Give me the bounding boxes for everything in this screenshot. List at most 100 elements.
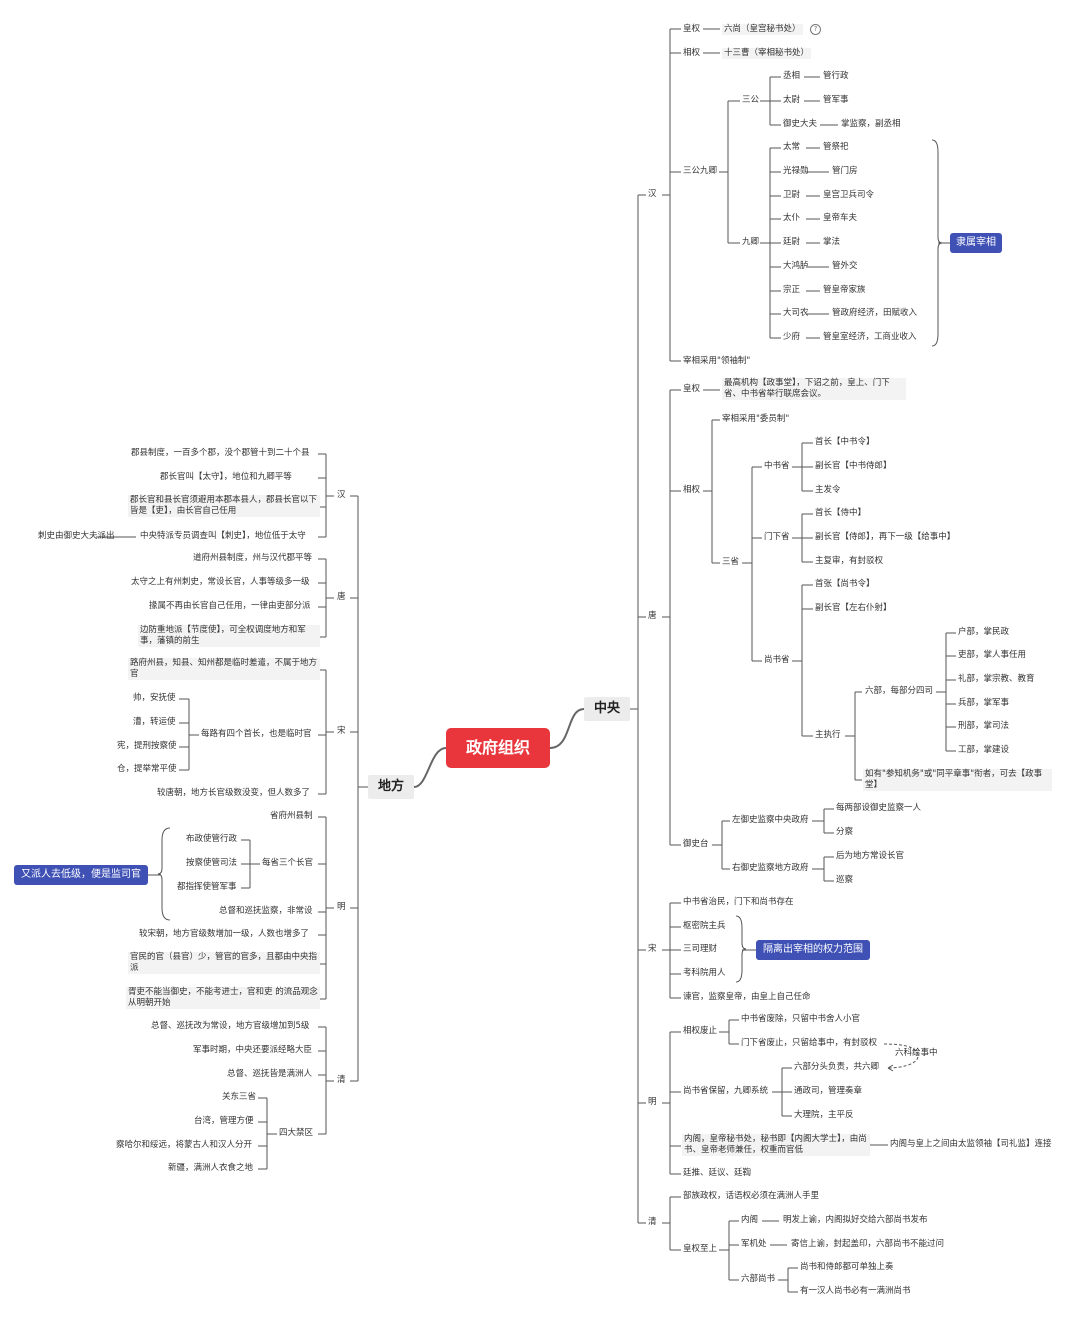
- han-jiuqing[interactable]: 九卿: [742, 237, 760, 247]
- local-tang-item[interactable]: 掾属不再由长官自己任用，一律由吏部分派: [149, 601, 311, 611]
- local-han-cishi-note[interactable]: 刺史由御史大夫派出: [38, 531, 115, 541]
- ming-baoliu[interactable]: 尚书省保留，九卿系统: [683, 1086, 769, 1096]
- song-item[interactable]: 中书省治民，门下和尚书存在: [683, 897, 794, 907]
- qing-neige-desc[interactable]: 明发上谕，内阁拟好交给六部尚书发布: [783, 1215, 928, 1225]
- sangong-item-value[interactable]: 管行政: [823, 71, 849, 81]
- local-ming-item[interactable]: 省府州县制: [270, 811, 313, 821]
- han-shisancao[interactable]: 十三曹（宰相秘书处）: [722, 48, 812, 59]
- ming-feizhi[interactable]: 相权废止: [683, 1026, 718, 1036]
- han-liushang[interactable]: 六尚（皇宫秘书处）: [722, 24, 803, 35]
- local-qing-node[interactable]: 清: [337, 1075, 346, 1085]
- jiuqing-item-value[interactable]: 管外交: [832, 261, 858, 271]
- menxia-item[interactable]: 主复审，有封驳权: [815, 556, 884, 566]
- local-han-item[interactable]: 郡长官和县长官须避用本郡本县人，郡县长官以下皆是【吏】，由长官自己任用: [128, 495, 320, 517]
- central-song-node[interactable]: 宋: [648, 944, 657, 954]
- sangong-item-value[interactable]: 管军事: [823, 95, 849, 105]
- jiuqing-item-key[interactable]: 太仆: [783, 213, 801, 223]
- central-qing-node[interactable]: 清: [648, 1217, 657, 1227]
- han-lishu-pill[interactable]: 隶属宰相: [950, 233, 1002, 253]
- tang-weiyuan[interactable]: 宰相采用"委员制": [722, 414, 790, 424]
- tang-zhuzhixing[interactable]: 主执行: [815, 730, 841, 740]
- song-item[interactable]: 枢密院主兵: [683, 921, 726, 931]
- liubu-item[interactable]: 礼部，掌宗教、教育: [958, 674, 1035, 684]
- han-sangong-jiuqing[interactable]: 三公九卿: [683, 166, 718, 176]
- tang-yushitai[interactable]: 御史台: [683, 839, 709, 849]
- jiuqing-item-value[interactable]: 管祭祀: [823, 142, 849, 152]
- local-tang-item[interactable]: 道府州县制度，州与汉代郡平等: [193, 553, 313, 563]
- local-qing-sub[interactable]: 关东三省: [222, 1092, 257, 1102]
- local-qing-sub[interactable]: 新疆，满洲人衣食之地: [168, 1163, 254, 1173]
- song-item[interactable]: 三司理财: [683, 944, 718, 954]
- local-han-item[interactable]: 郡县制度，一百多个郡，没个郡管十到二十个县: [131, 448, 310, 458]
- local-han-item[interactable]: 郡长官叫【太守】，地位和九卿平等: [160, 472, 292, 482]
- local-song-item[interactable]: 每路有四个首长，也是临时官: [201, 729, 312, 739]
- jiuqing-item-key[interactable]: 大司农: [783, 308, 809, 318]
- local-song-sub[interactable]: 宪，提刑按察使: [117, 741, 177, 751]
- jiuqing-item-key[interactable]: 大鸿胪: [783, 261, 809, 271]
- jiuqing-item-value[interactable]: 管政府经济，田赋收入: [832, 308, 918, 318]
- shangshu-item[interactable]: 首张【尚书令】: [815, 579, 875, 589]
- sangong-item-key[interactable]: 太尉: [783, 95, 801, 105]
- zhongshu-item[interactable]: 副长官【中书侍郎】: [815, 461, 892, 471]
- ming-tingtui[interactable]: 廷推、廷议、廷鞫: [683, 1168, 752, 1178]
- liubu-item[interactable]: 刑部，掌司法: [958, 721, 1010, 731]
- jiuqing-item-value[interactable]: 皇帝车夫: [823, 213, 858, 223]
- tang-zuo-yushi[interactable]: 左御史监察中央政府: [732, 815, 809, 825]
- ming-baoliu-item[interactable]: 大理院，主平反: [794, 1110, 854, 1120]
- liubu-item[interactable]: 兵部，掌军事: [958, 698, 1010, 708]
- liubu-item[interactable]: 户部，掌民政: [958, 627, 1010, 637]
- qing-neige[interactable]: 内阁: [741, 1215, 759, 1225]
- jiuqing-item-value[interactable]: 管门房: [832, 166, 858, 176]
- local-song-item[interactable]: 较唐朝，地方长官级数没变，但人数多了: [157, 788, 311, 798]
- song-item[interactable]: 谏官，监察皇帝，由皇上自己任命: [683, 992, 811, 1002]
- menxia-item[interactable]: 首长【侍中】: [815, 508, 867, 518]
- local-song-sub[interactable]: 帅，安抚使: [133, 693, 176, 703]
- local-han-item[interactable]: 中央特派专员调查叫【刺史】，地位低于太守: [140, 531, 306, 541]
- help-icon[interactable]: ?: [810, 24, 821, 35]
- jiuqing-item-key[interactable]: 太常: [783, 142, 801, 152]
- local-ming-item[interactable]: 较宋朝，地方官级数增加一级，人数也增多了: [139, 929, 310, 939]
- song-geli-pill[interactable]: 隔离出宰相的权力范围: [756, 940, 870, 960]
- local-ming-sub[interactable]: 都指挥使管军事: [177, 882, 237, 892]
- local-ming-sub[interactable]: 按察使管司法: [186, 858, 238, 868]
- ming-neige[interactable]: 内阁，皇帝秘书处，秘书即【内阁大学士】，由尚书、皇帝老师兼任，权重而官低: [682, 1134, 870, 1156]
- local-ming-sub[interactable]: 布政使管行政: [186, 834, 238, 844]
- local-ming-item[interactable]: 总督和巡抚监察，非常设: [219, 906, 313, 916]
- ming-baoliu-item[interactable]: 通政司，管理奏章: [794, 1086, 863, 1096]
- local-song-sub[interactable]: 漕，转运使: [133, 717, 176, 727]
- sangong-item-key[interactable]: 御史大夫: [783, 119, 818, 129]
- qing-liubu[interactable]: 六部尚书: [741, 1274, 776, 1284]
- tang-menxia[interactable]: 门下省: [764, 532, 790, 542]
- qing-liubu-item[interactable]: 尚书和侍郎都可单独上奏: [800, 1262, 894, 1272]
- central-han-node[interactable]: 汉: [648, 189, 657, 199]
- local-tang-item[interactable]: 太守之上有州刺史，常设长官，人事等级多一级: [131, 577, 310, 587]
- tang-shangshu[interactable]: 尚书省: [764, 655, 790, 665]
- ming-feizhi-item[interactable]: 中书省废除，只留中书舍人小官: [741, 1014, 861, 1024]
- you-item[interactable]: 后为地方常设长官: [836, 851, 905, 861]
- local-qing-item[interactable]: 四大禁区: [279, 1128, 314, 1138]
- tang-huangquan[interactable]: 皇权: [683, 384, 701, 394]
- local-qing-sub[interactable]: 察哈尔和绥远，将蒙古人和汉人分开: [116, 1140, 253, 1150]
- local-song-item[interactable]: 路府州县，知县、知州都是临时差遣，不属于地方官: [128, 658, 320, 680]
- ming-feizhi-item[interactable]: 门下省废止，只留给事中，有封驳权: [741, 1038, 878, 1048]
- zhongshu-item[interactable]: 首长【中书令】: [815, 437, 875, 447]
- jiuqing-item-value[interactable]: 管皇帝家族: [823, 285, 866, 295]
- han-huangquan[interactable]: 皇权: [683, 24, 701, 34]
- central-tang-node[interactable]: 唐: [648, 611, 657, 621]
- jiuqing-item-key[interactable]: 廷尉: [783, 237, 801, 247]
- han-xiangquan[interactable]: 相权: [683, 48, 701, 58]
- ming-liuke-label[interactable]: 六科给事中: [895, 1048, 938, 1058]
- zuo-item[interactable]: 分察: [836, 827, 854, 837]
- local-song-node[interactable]: 宋: [337, 726, 346, 736]
- ming-baoliu-item[interactable]: 六部分头负责，共六卿: [794, 1062, 880, 1072]
- local-song-sub[interactable]: 仓，提举常平使: [117, 764, 177, 774]
- central-ming-node[interactable]: 明: [648, 1097, 657, 1107]
- tang-xiangquan[interactable]: 相权: [683, 485, 701, 495]
- sangong-item-value[interactable]: 掌监察，副丞相: [841, 119, 901, 129]
- local-qing-item[interactable]: 总督、巡抚皆是满洲人: [227, 1069, 313, 1079]
- local-ming-item[interactable]: 每省三个长官: [262, 858, 314, 868]
- qing-buzu[interactable]: 部族政权，话语权必须在满洲人手里: [683, 1191, 820, 1201]
- local-node[interactable]: 地方: [368, 775, 414, 799]
- local-ming-node[interactable]: 明: [337, 902, 346, 912]
- jiuqing-item-key[interactable]: 卫尉: [783, 190, 801, 200]
